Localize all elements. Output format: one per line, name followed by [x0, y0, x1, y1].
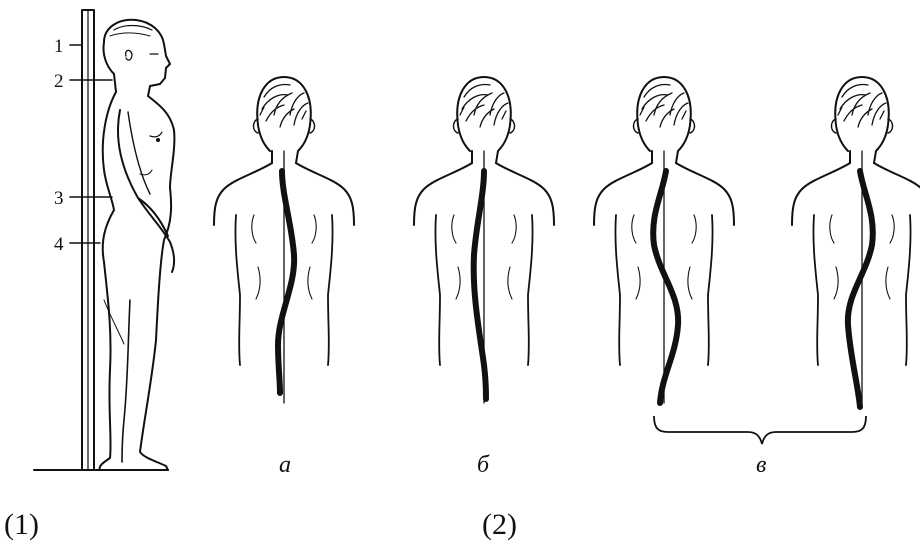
back-view-b [414, 77, 554, 403]
profile-front [120, 96, 174, 470]
back-view-a [214, 77, 354, 403]
panel-1-caption: (1) [4, 508, 39, 542]
profile-head [104, 20, 170, 96]
panel-2-caption: (2) [482, 508, 517, 542]
marker-label-2: 2 [54, 71, 64, 92]
marker-label-1: 1 [54, 36, 64, 57]
sublabel-b: б [477, 452, 490, 478]
spine-curve-a [278, 171, 294, 393]
spine-curve-c1 [653, 171, 678, 403]
marker-label-4: 4 [54, 234, 64, 255]
back-view-c1 [594, 77, 734, 403]
sublabel-a: а [279, 452, 291, 478]
back-view-c2 [792, 77, 920, 407]
group-brace [654, 416, 866, 444]
profile-arm [118, 110, 174, 272]
marker-label-3: 3 [54, 188, 64, 209]
spine-curve-c2 [848, 171, 873, 407]
sublabel-v: в [756, 452, 766, 478]
profile-back [100, 92, 116, 470]
